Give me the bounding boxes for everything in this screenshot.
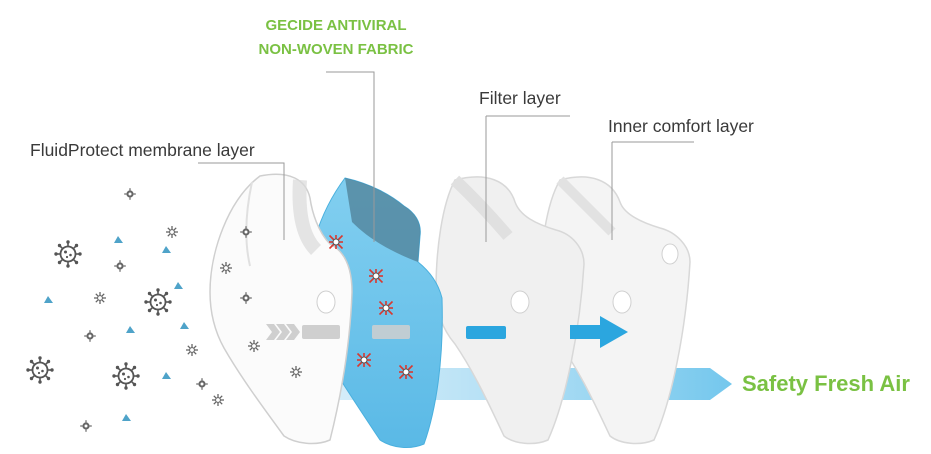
filter-layer-label: Filter layer — [479, 88, 561, 108]
fluidprotect-layer-label: FluidProtect membrane layer — [30, 140, 255, 160]
fluidprotect-layer — [209, 173, 353, 445]
safety-fresh-air-label: Safety Fresh Air — [742, 371, 910, 396]
intake-chevrons — [266, 324, 410, 340]
gecide-label: GECIDE ANTIVIRAL NON-WOVEN FABRIC — [236, 14, 436, 62]
gecide-label-line2: NON-WOVEN FABRIC — [258, 41, 414, 58]
airborne-viruses — [25, 187, 225, 433]
leader-lines — [198, 71, 694, 242]
inner-comfort-layer-label: Inner comfort layer — [608, 116, 754, 136]
gecide-label-line1: GECIDE ANTIVIRAL — [265, 17, 407, 34]
airflow-arrows — [466, 316, 628, 348]
